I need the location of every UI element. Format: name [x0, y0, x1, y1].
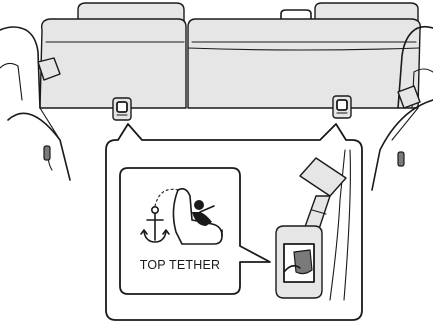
right-side-hook: [398, 152, 404, 166]
right-seat-back: [188, 19, 420, 108]
rear-seat-backs: [40, 3, 420, 140]
right-tether-anchor: [333, 96, 351, 118]
left-side-hook: [44, 146, 50, 160]
top-tether-label: TOP TETHER: [124, 258, 236, 272]
left-tether-anchor: [113, 98, 131, 120]
left-seat-back: [40, 19, 186, 108]
tether-hook: [294, 250, 312, 274]
